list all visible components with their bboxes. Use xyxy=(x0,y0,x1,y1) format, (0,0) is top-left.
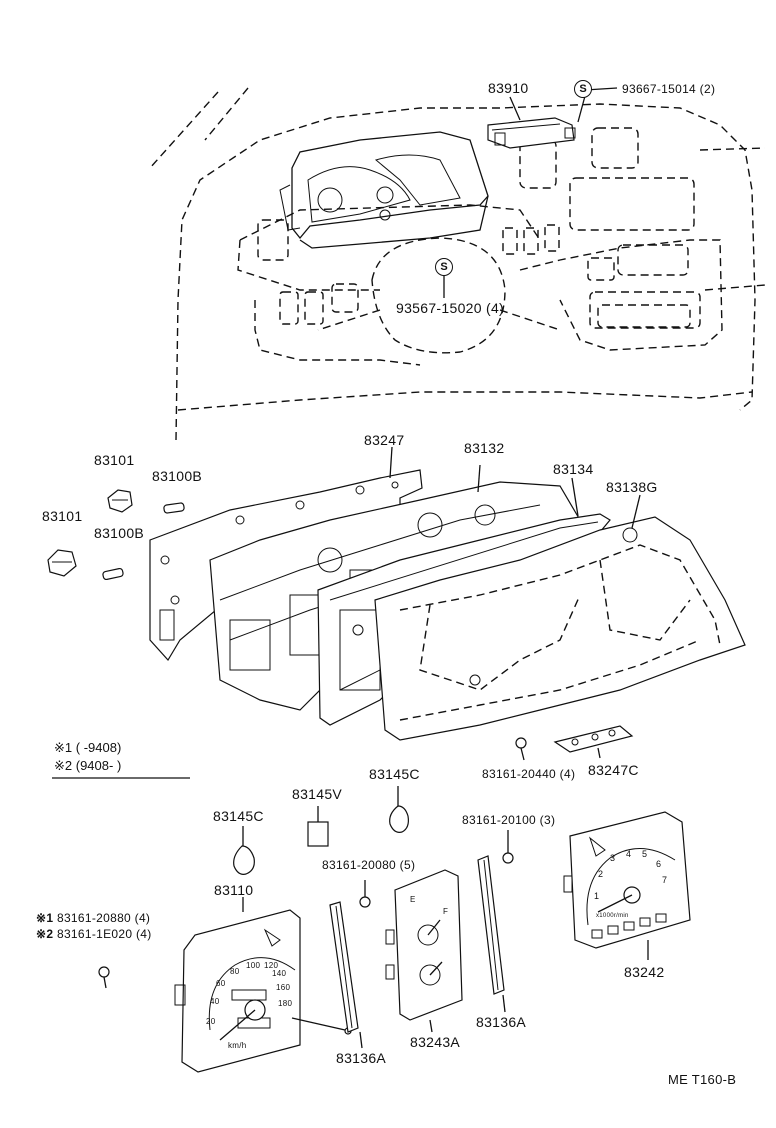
screw-83161-20880 xyxy=(98,966,110,989)
note-2: ※2 (9408- ) xyxy=(54,758,121,774)
speedo-tick-180: 180 xyxy=(278,999,293,1008)
label-83132: 83132 xyxy=(464,440,505,456)
label-83247: 83247 xyxy=(364,432,405,448)
screw-symbol-icon: S xyxy=(435,258,453,276)
label-83161-20880-mark: ※1 xyxy=(36,911,54,925)
note-1-mark: ※1 xyxy=(54,740,73,755)
label-83110: 83110 xyxy=(214,882,254,898)
part-83136a-right xyxy=(477,855,506,1013)
speedo-tick-20: 20 xyxy=(206,1017,216,1026)
screw-83161-20440 xyxy=(515,737,527,761)
label-83161-20440: 83161-20440 (4) xyxy=(482,767,576,781)
label-83161-1e020-text: 83161-1E020 (4) xyxy=(56,927,152,941)
dashboard-outline xyxy=(149,87,766,441)
label-83161-20100: 83161-20100 (3) xyxy=(462,813,556,827)
tacho-tick-1: 1 xyxy=(594,891,600,901)
note-1: ※1 ( -9408) xyxy=(54,740,121,756)
combination-meter-installed xyxy=(279,131,489,249)
label-83910: 83910 xyxy=(488,80,529,96)
note-2-mark: ※2 xyxy=(54,758,73,773)
speedo-tick-40: 40 xyxy=(210,997,220,1006)
part-83110-speedometer xyxy=(174,897,301,1073)
label-93667-15014: 93667-15014 (2) xyxy=(622,82,716,96)
label-83136a-right: 83136A xyxy=(476,1014,527,1030)
label-93567-15020: 93567-15020 (4) xyxy=(396,300,505,316)
label-83101-lower: 83101 xyxy=(42,508,83,524)
trip-knob-rod xyxy=(291,1017,352,1035)
fuel-f-label: F xyxy=(443,907,449,916)
tacho-tick-5: 5 xyxy=(642,849,648,859)
tacho-unit-label: x1000r/min xyxy=(596,913,629,919)
label-83100b-lower: 83100B xyxy=(94,525,145,541)
label-83242: 83242 xyxy=(624,964,665,980)
label-83101-upper: 83101 xyxy=(94,452,135,468)
leader-93667-down xyxy=(577,95,586,123)
speedo-tick-100: 100 xyxy=(246,961,261,970)
speedo-tick-60: 60 xyxy=(216,979,226,988)
note-2-text: (9408- ) xyxy=(75,758,122,773)
part-83247c-board xyxy=(553,725,634,759)
label-83134: 83134 xyxy=(553,461,594,477)
label-83161-1e020-mark: ※2 xyxy=(36,927,54,941)
part-83136a-left xyxy=(329,901,363,1049)
part-83101-socket-lower xyxy=(47,549,77,577)
part-83138g-glass xyxy=(374,494,746,741)
speedo-tick-80: 80 xyxy=(230,967,240,976)
speedo-tick-160: 160 xyxy=(276,983,291,992)
part-83101-socket-upper xyxy=(107,489,133,513)
part-83145c-right xyxy=(389,786,409,833)
speedo-tick-120: 120 xyxy=(264,961,279,970)
part-83100b-bulb-lower xyxy=(102,567,124,581)
speedo-unit-label: km/h xyxy=(228,1041,247,1050)
label-83161-20880: ※1 83161-20880 (4) xyxy=(36,910,150,926)
label-83145v: 83145V xyxy=(292,786,343,802)
part-83243a-gauge xyxy=(385,869,463,1033)
label-83100b-upper: 83100B xyxy=(152,468,203,484)
tacho-tick-3: 3 xyxy=(610,853,616,863)
label-83138g: 83138G xyxy=(606,479,658,495)
label-83145c-right: 83145C xyxy=(369,766,420,782)
part-83910-unit xyxy=(487,96,576,149)
part-83242-tachometer xyxy=(563,811,691,960)
label-83161-20880-text: 83161-20880 (4) xyxy=(56,911,151,925)
screw-symbol-icon: S xyxy=(574,80,592,98)
screw-83161-20100 xyxy=(502,830,514,864)
part-83145c-left xyxy=(233,826,255,875)
label-83136a-left: 83136A xyxy=(336,1050,387,1066)
part-83100b-bulb-upper xyxy=(163,502,185,514)
part-83145v xyxy=(307,806,329,847)
note-1-text: ( -9408) xyxy=(75,740,122,755)
diagram-footer-code: ME T160-B xyxy=(668,1072,737,1087)
label-83145c-left: 83145C xyxy=(213,808,264,824)
screw-83161-20080 xyxy=(359,880,371,908)
label-83243a: 83243A xyxy=(410,1034,461,1050)
tacho-tick-4: 4 xyxy=(626,849,632,859)
label-83161-20080: 83161-20080 (5) xyxy=(322,858,416,872)
label-83161-1e020: ※2 83161-1E020 (4) xyxy=(36,926,152,942)
speedo-tick-140: 140 xyxy=(272,969,287,978)
tacho-tick-7: 7 xyxy=(662,875,668,885)
tacho-tick-6: 6 xyxy=(656,859,662,869)
fuel-e-label: E xyxy=(410,895,416,904)
label-83247c: 83247C xyxy=(588,762,639,778)
tacho-tick-2: 2 xyxy=(598,869,604,879)
